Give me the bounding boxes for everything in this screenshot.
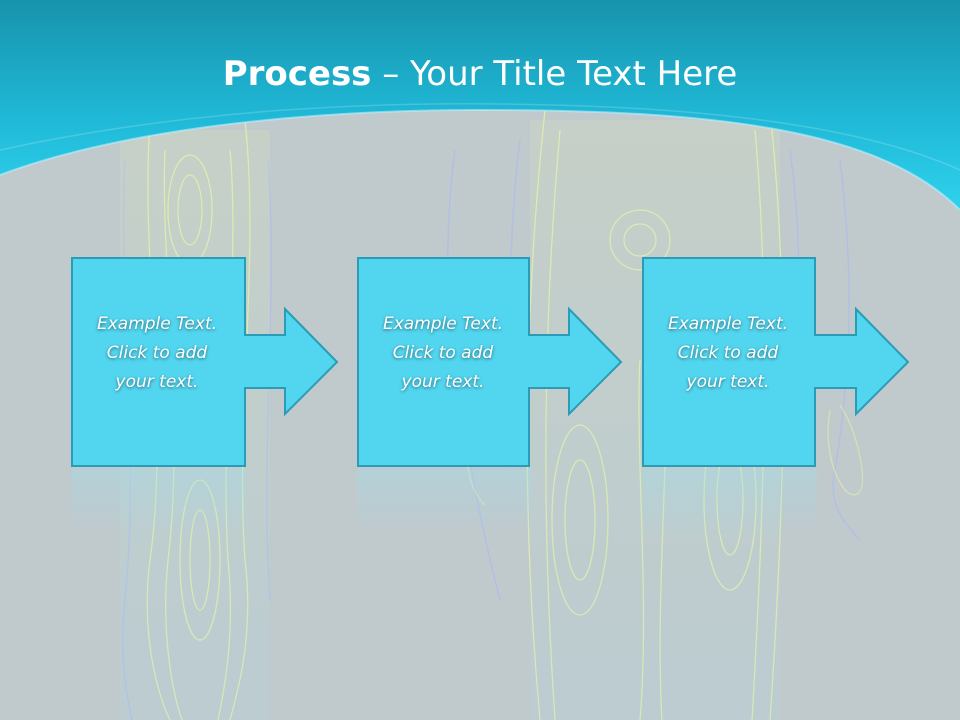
- right-arrow-icon: [71, 257, 339, 467]
- header-band: [0, 0, 960, 210]
- page-title[interactable]: Process – Your Title Text Here: [0, 52, 960, 96]
- process-step-2[interactable]: Example Text. Click to add your text.: [357, 257, 627, 539]
- step-line-3: your text.: [115, 372, 199, 392]
- step-text[interactable]: Example Text. Click to add your text.: [71, 310, 243, 397]
- step-reflection: [357, 469, 532, 539]
- step-reflection: [71, 469, 246, 539]
- step-line-3: your text.: [686, 372, 770, 392]
- step-line-1: Example Text.: [667, 314, 789, 334]
- process-step-3[interactable]: Example Text. Click to add your text.: [642, 257, 912, 539]
- step-line-2: Click to add: [106, 343, 208, 363]
- title-rest: – Your Title Text Here: [371, 54, 738, 94]
- step-line-2: Click to add: [392, 343, 494, 363]
- title-bold: Process: [222, 54, 372, 94]
- step-line-3: your text.: [401, 372, 485, 392]
- step-text[interactable]: Example Text. Click to add your text.: [642, 310, 814, 397]
- step-line-1: Example Text.: [96, 314, 218, 334]
- process-step-1[interactable]: Example Text. Click to add your text.: [71, 257, 341, 539]
- right-arrow-icon: [357, 257, 623, 467]
- step-line-2: Click to add: [677, 343, 779, 363]
- right-arrow-icon: [642, 257, 910, 467]
- step-text[interactable]: Example Text. Click to add your text.: [357, 310, 529, 397]
- step-line-1: Example Text.: [382, 314, 504, 334]
- step-reflection: [642, 469, 817, 539]
